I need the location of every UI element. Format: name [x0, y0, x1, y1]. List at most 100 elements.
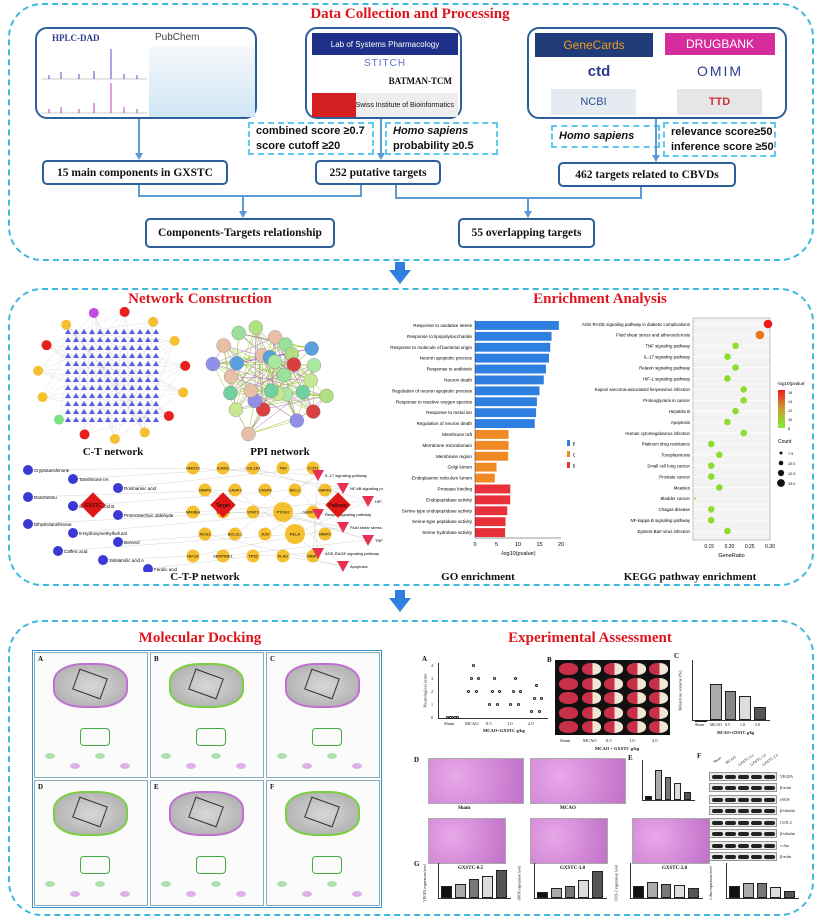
chemical-structures-image: [149, 47, 255, 117]
protein-node: [205, 356, 221, 372]
group-label: MCAO: [583, 738, 597, 743]
neuron-count-bar: [664, 776, 672, 800]
target-node: [137, 361, 143, 366]
target-node: [105, 337, 111, 342]
target-node: [258, 483, 272, 497]
x-tick-label: 0.15: [704, 544, 714, 550]
infarct-bar: [709, 683, 722, 720]
target-node: [81, 401, 87, 406]
brain-slice: [604, 706, 623, 719]
x-axis: [438, 898, 511, 899]
protein-band: [764, 798, 775, 802]
protein-node: [319, 388, 334, 404]
expression-chart: c-Jun expression level: [709, 863, 801, 908]
data-point: [516, 703, 520, 706]
go-bar: [475, 484, 511, 494]
target-node: [121, 369, 127, 374]
omim-logo: OMIM: [696, 63, 744, 79]
blot-strip: [709, 828, 777, 838]
brain-slice: [581, 721, 601, 733]
target-node: [73, 377, 79, 382]
molecular-docking-title: Molecular Docking: [138, 630, 262, 646]
go-bar: [475, 364, 546, 374]
kegg-point: [724, 527, 731, 535]
network-edge: [38, 366, 104, 371]
network-edge: [264, 489, 344, 567]
ppi-edge: [235, 327, 257, 410]
interaction-diagram: [80, 856, 110, 874]
kegg-category-label: Chagas disease: [659, 507, 691, 512]
target-node: [81, 337, 87, 342]
size-tick-label: 15.0: [788, 482, 795, 486]
network-edge: [27, 467, 194, 471]
protein-band: [712, 785, 723, 790]
ppi-edge: [263, 395, 327, 410]
component-node: [113, 510, 123, 520]
go-bar: [475, 375, 544, 385]
docking-panel: F: [266, 780, 380, 906]
target-node: [73, 385, 79, 390]
protein-band: [738, 775, 749, 779]
target-node: [186, 505, 200, 519]
protein-node: [303, 373, 318, 388]
criteria-text: score cutoff ≥20: [256, 139, 341, 152]
target-node: [89, 393, 95, 398]
target-node: [129, 377, 135, 382]
ttd-logo: TTD: [677, 89, 762, 115]
target-node: [89, 409, 95, 414]
protein-surface: [285, 663, 360, 708]
blot-strip: [709, 782, 777, 792]
protein-band: [725, 775, 736, 779]
target-node: [137, 353, 143, 358]
network-edge: [74, 332, 175, 342]
network-edge: [116, 383, 145, 433]
group-title: MCAO+GXSTC g/kg: [717, 730, 755, 735]
network-edge: [46, 345, 146, 419]
protein-band: [764, 775, 775, 779]
residue-marker: [327, 753, 337, 759]
target-node: [129, 369, 135, 374]
target-label: TP53: [248, 554, 258, 559]
residue-marker: [211, 753, 221, 759]
kegg-category-label: AGE-RAGE signaling pathway in diabetic c…: [582, 322, 691, 327]
x-axis: [726, 898, 799, 899]
component-node: [148, 316, 159, 327]
protein-band: [725, 785, 736, 790]
expression-bar: [756, 883, 768, 898]
target-node: [65, 417, 71, 422]
residue-marker: [352, 763, 362, 769]
target-label: BCL2L1: [228, 532, 243, 537]
go-category-label: Endopeptidase activity: [426, 497, 473, 502]
brain-slice: [604, 692, 623, 704]
histology-label: GXSTC-1.0: [560, 866, 586, 871]
target-node: [65, 361, 71, 366]
size-legend-dot: [777, 479, 785, 487]
protein-band: [725, 808, 736, 813]
kegg-point: [724, 375, 731, 382]
protein-surface: [169, 663, 244, 708]
target-node: [105, 417, 111, 422]
go-bar: [475, 353, 549, 363]
expression-bar: [592, 871, 603, 898]
y-axis: [438, 863, 439, 898]
network-edge: [252, 511, 344, 528]
expression-bar: [468, 878, 480, 898]
x-tick-label: 10: [515, 542, 521, 548]
target-node: [81, 377, 87, 382]
protein-band: [751, 808, 762, 813]
protein-band: [751, 798, 762, 802]
protein-band: [751, 854, 762, 859]
pathway-node: [337, 561, 349, 572]
pathway-label: Fluid shear stress and atherosclerosis: [350, 525, 383, 530]
network-edge: [116, 340, 175, 385]
go-category-label: Membrane microdomain: [422, 443, 472, 448]
target-node: [121, 337, 127, 342]
network-edge: [294, 500, 369, 535]
y-tick-label: 0: [431, 715, 433, 720]
ppi-edge: [248, 391, 304, 435]
ppi-network-label: PPI network: [250, 446, 310, 458]
expression-bar: [674, 885, 686, 898]
target-node: [121, 361, 127, 366]
kegg-category-label: Proteoglycans in cancer: [643, 398, 690, 403]
